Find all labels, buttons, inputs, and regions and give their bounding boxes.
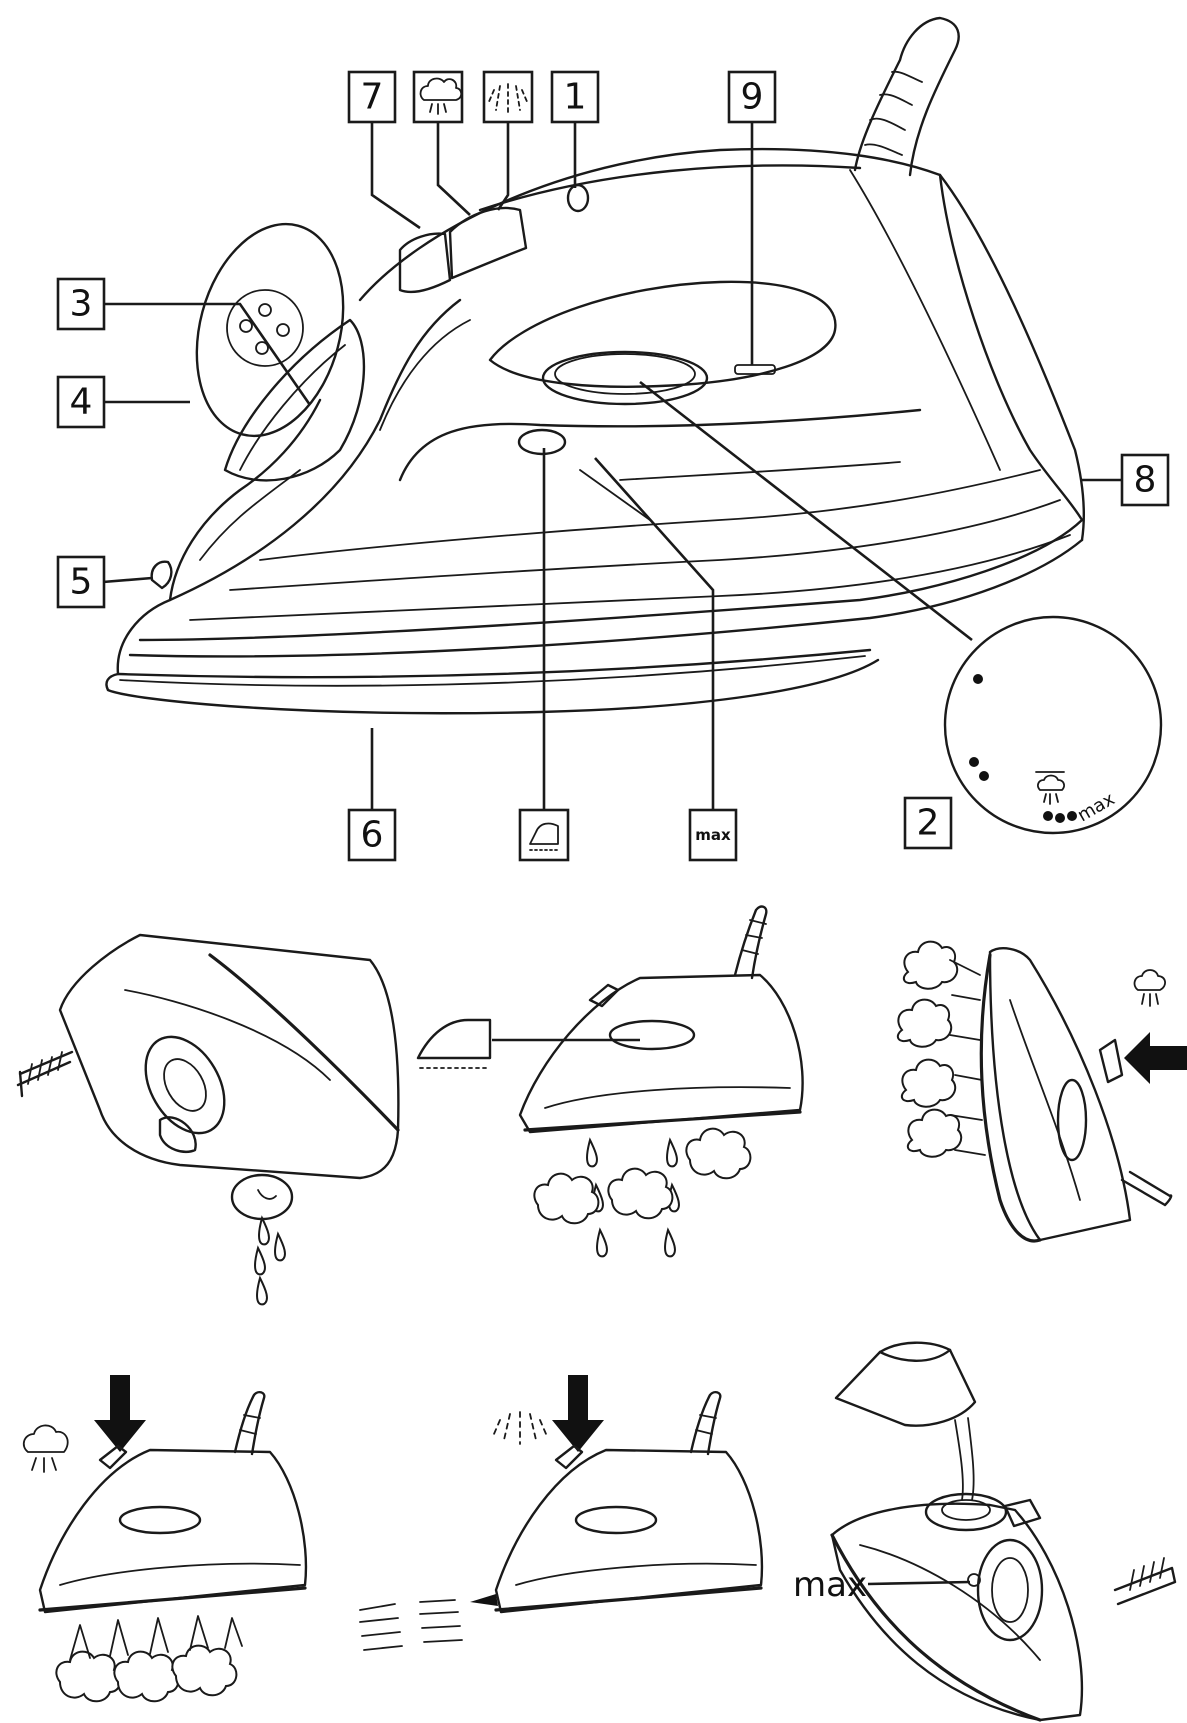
callout-3: 3 <box>56 277 106 331</box>
spray-button <box>448 206 528 280</box>
svg-text:max: max <box>695 826 731 844</box>
press-arrow-icon <box>94 1375 146 1452</box>
dry-iron-icon <box>416 1018 492 1069</box>
dry-iron-icon <box>529 822 559 851</box>
callout-4: 4 <box>56 375 106 429</box>
fill-max-label: max <box>793 1565 867 1605</box>
svg-text:9: 9 <box>741 77 764 118</box>
figure-steam-ironing <box>416 905 804 1258</box>
svg-text:8: 8 <box>1134 460 1157 501</box>
svg-text:1: 1 <box>564 77 587 118</box>
main-iron <box>105 16 1085 715</box>
steam-burst-icon <box>419 77 463 115</box>
steam-cloud-icon <box>1133 969 1166 1007</box>
callout-lines <box>102 108 1122 810</box>
callout-9: 9 <box>727 70 777 124</box>
svg-text:3: 3 <box>70 284 93 325</box>
figure-steam-burst <box>22 1375 308 1703</box>
svg-text:6: 6 <box>361 815 384 856</box>
press-arrow-icon <box>552 1375 604 1452</box>
spray-icon <box>493 1411 547 1445</box>
iron-shell <box>358 147 1085 542</box>
spray-icon <box>487 83 529 115</box>
figure-emptying-water <box>16 933 400 1306</box>
steam-cloud-icon <box>1035 771 1065 805</box>
callout-1: 1 <box>550 70 600 124</box>
temperature-dial <box>541 350 709 406</box>
callout-spray-icon-box <box>482 70 534 124</box>
figure-filling-water: max <box>793 1341 1177 1722</box>
svg-text:2: 2 <box>917 803 940 844</box>
steam-button <box>398 232 452 294</box>
dial-max-label: max <box>1074 788 1119 826</box>
figure-spray <box>359 1375 764 1651</box>
filler-lid <box>195 222 345 438</box>
figure-vertical-steam <box>896 940 1187 1243</box>
svg-text:7: 7 <box>361 77 384 118</box>
callout-steam-icon-box <box>412 70 464 124</box>
soleplate <box>106 658 880 715</box>
dial-detail: max <box>943 615 1163 835</box>
callout-dry-iron-box <box>518 808 570 862</box>
callout-7: 7 <box>347 70 397 124</box>
steam-cloud-icon <box>22 1424 69 1473</box>
power-cord-guard <box>853 16 960 177</box>
callout-6: 6 <box>347 808 397 862</box>
callout-max-box: max <box>688 808 738 862</box>
svg-text:5: 5 <box>70 562 93 603</box>
callout-2: 2 <box>903 796 953 850</box>
svg-text:4: 4 <box>70 382 93 423</box>
steam-selector <box>517 428 567 456</box>
press-arrow-icon <box>1124 1032 1187 1084</box>
callout-8: 8 <box>1120 453 1170 507</box>
callout-5: 5 <box>56 555 106 609</box>
spray-nozzle <box>150 560 173 590</box>
